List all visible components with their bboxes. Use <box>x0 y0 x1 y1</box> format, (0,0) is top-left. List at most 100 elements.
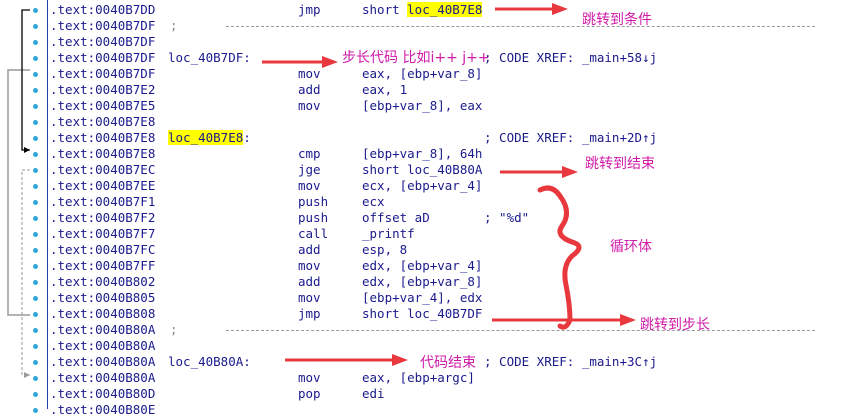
annotation-step-code: 步长代码 比如i++ j++ <box>342 50 490 66</box>
mnemonic-text: mov <box>298 98 321 113</box>
gutter-dot <box>33 376 38 381</box>
gutter-dot <box>33 248 38 253</box>
gutter-dot <box>33 8 38 13</box>
address-text: .text:0040B7E5 <box>50 98 156 113</box>
address-text: .text:0040B7E8 <box>50 130 156 145</box>
arrow-code-end <box>285 354 408 366</box>
address-text: .text:0040B7F1 <box>50 194 156 209</box>
gutter-dot <box>33 360 38 365</box>
operand-text[interactable]: eax, [ebp+var_8] <box>362 66 483 81</box>
listing-row[interactable]: .text:0040B7DF; <box>48 18 865 34</box>
highlighted-label-def[interactable]: loc_40B7E8 <box>168 130 244 145</box>
gutter-dot <box>33 168 38 173</box>
gutter-dot <box>33 56 38 61</box>
gutter-dot <box>33 312 38 317</box>
listing-row[interactable]: .text:0040B7F1 push ecx <box>48 194 865 210</box>
label-text[interactable]: loc_40B80A: <box>168 354 251 369</box>
address-text: .text:0040B80A <box>50 354 156 369</box>
address-text: .text:0040B7E8 <box>50 114 156 129</box>
operand-text[interactable]: short loc_40B7E8 <box>362 2 483 17</box>
label-text[interactable]: loc_40B7E8: <box>168 130 251 145</box>
gutter-dot <box>33 328 38 333</box>
highlighted-label-ref[interactable]: loc_40B7E8 <box>407 2 483 17</box>
arrow-jump-to-step <box>492 314 636 326</box>
label-text[interactable]: loc_40B7DF: <box>168 50 251 65</box>
mnemonic-text: add <box>298 274 321 289</box>
gutter-dot <box>33 232 38 237</box>
gutter-dot <box>33 72 38 77</box>
gutter-dot <box>33 104 38 109</box>
gutter-dot <box>33 88 38 93</box>
operand-text[interactable]: offset aD <box>362 210 430 225</box>
mnemonic-text: cmp <box>298 146 321 161</box>
listing-row[interactable]: .text:0040B7E8 <box>48 114 865 130</box>
gutter-dot <box>33 152 38 157</box>
operand-text[interactable]: eax, 1 <box>362 82 408 97</box>
gutter-dot <box>33 344 38 349</box>
annotation-jump-to-end: 跳转到结束 <box>585 156 655 172</box>
mnemonic-text: jmp <box>298 306 321 321</box>
listing-row[interactable]: .text:0040B802 add edx, [ebp+var_8] <box>48 274 865 290</box>
operand-text[interactable]: edx, [ebp+var_4] <box>362 258 483 273</box>
mnemonic-text: push <box>298 210 329 225</box>
mnemonic-text: mov <box>298 258 321 273</box>
separator-semicolon: ; <box>170 18 178 33</box>
annotation-jump-to-step: 跳转到步长 <box>640 317 710 333</box>
back-edge-line <box>7 69 30 316</box>
operand-text[interactable]: short loc_40B80A <box>362 162 483 177</box>
operand-text[interactable]: [ebp+var_8], eax <box>362 98 483 113</box>
arrow-jump-to-end <box>500 166 578 178</box>
listing-row[interactable]: .text:0040B80A loc_40B80A: ; CODE XREF: _m… <box>48 354 865 370</box>
operand-text[interactable]: ecx, [ebp+var_4] <box>362 178 483 193</box>
operand-text[interactable]: esp, 8 <box>362 242 408 257</box>
listing-row[interactable]: .text:0040B7FC add esp, 8 <box>48 242 865 258</box>
address-text: .text:0040B7EE <box>50 178 156 193</box>
gutter-dot <box>33 392 38 397</box>
mnemonic-text: jmp <box>298 2 321 17</box>
mnemonic-text: push <box>298 194 329 209</box>
mnemonic-text: pop <box>298 386 321 401</box>
separator-semicolon: ; <box>170 322 178 337</box>
listing-row[interactable]: .text:0040B80A; <box>48 322 865 338</box>
listing-row[interactable]: .text:0040B7DF <box>48 34 865 50</box>
address-text: .text:0040B7DD <box>50 2 156 17</box>
mnemonic-text: jge <box>298 162 321 177</box>
listing-row[interactable]: .text:0040B80A <box>48 338 865 354</box>
operand-text[interactable]: edi <box>362 386 385 401</box>
gutter-dot <box>33 296 38 301</box>
operand-text[interactable]: [ebp+var_8], 64h <box>362 146 483 161</box>
listing-row[interactable]: .text:0040B7DD jmp short loc_40B7E8 <box>48 2 865 18</box>
address-text: .text:0040B7FC <box>50 242 156 257</box>
listing-row[interactable]: .text:0040B7E5 mov [ebp+var_8], eax <box>48 98 865 114</box>
operand-text[interactable]: edx, [ebp+var_8] <box>362 274 483 289</box>
address-text: .text:0040B80A <box>50 338 156 353</box>
address-text: .text:0040B7FF <box>50 258 156 273</box>
gutter-dot <box>33 280 38 285</box>
operand-text[interactable]: ecx <box>362 194 385 209</box>
operand-text[interactable]: _printf <box>362 226 415 241</box>
arrow-step-code <box>262 56 338 68</box>
address-text: .text:0040B802 <box>50 274 156 289</box>
mnemonic-text: add <box>298 242 321 257</box>
operand-text[interactable]: eax, [ebp+argc] <box>362 370 475 385</box>
comment-text: ; CODE XREF: _main+3C↑j <box>484 354 658 369</box>
operand-text[interactable]: short loc_40B7DF <box>362 306 483 321</box>
address-text: .text:0040B80A <box>50 370 156 385</box>
jump-edge-arrowhead <box>24 147 30 153</box>
listing-row[interactable]: .text:0040B7FF mov edx, [ebp+var_4] <box>48 258 865 274</box>
arrow-jump-to-condition <box>495 3 568 15</box>
operand-text[interactable]: [ebp+var_4], edx <box>362 290 483 305</box>
